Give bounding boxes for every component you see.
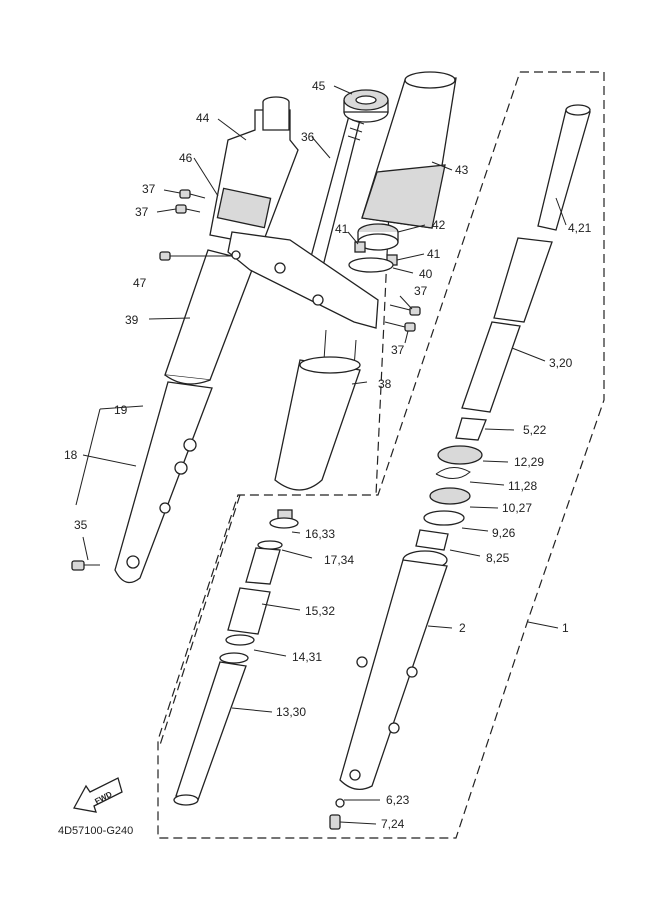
outer-tube-left bbox=[114, 381, 213, 584]
bolt-37-upper-b bbox=[175, 204, 201, 214]
washer-6 bbox=[335, 798, 345, 808]
nut-41-left bbox=[354, 241, 366, 253]
callout-44: 44 bbox=[196, 111, 210, 125]
forward-direction-arrow-icon: FWD bbox=[72, 777, 123, 813]
tube-20 bbox=[461, 321, 521, 413]
bushing-8 bbox=[415, 529, 449, 551]
callout-3-20: 3,20 bbox=[549, 356, 573, 370]
bearing-45 bbox=[343, 89, 389, 123]
callout-41-a: 41 bbox=[335, 222, 349, 236]
group-outline-inner-tube bbox=[159, 494, 241, 746]
callout-37-d: 37 bbox=[391, 343, 405, 357]
spacer-15-lower bbox=[227, 587, 271, 635]
fork-spring-13 bbox=[173, 652, 249, 806]
callout-1: 1 bbox=[562, 621, 569, 635]
callout-36: 36 bbox=[301, 130, 315, 144]
tube-3 bbox=[493, 237, 553, 323]
callout-37-a: 37 bbox=[142, 182, 156, 196]
callout-39: 39 bbox=[125, 313, 139, 327]
callout-12-29: 12,29 bbox=[514, 455, 544, 469]
callout-labels: 45 44 36 43 46 37 37 42 41 41 40 47 37 3… bbox=[64, 79, 592, 831]
bushing-5 bbox=[455, 417, 487, 441]
clip-11 bbox=[435, 467, 471, 479]
diagram-reference-code: 4D57100-G240 bbox=[58, 825, 133, 837]
spacer-15-upper bbox=[245, 547, 281, 585]
headlight-cover-43 bbox=[361, 71, 457, 229]
callout-46: 46 bbox=[179, 151, 193, 165]
leader-lines bbox=[75, 85, 567, 825]
callout-38: 38 bbox=[378, 377, 392, 391]
callout-4-21: 4,21 bbox=[568, 221, 592, 235]
under-bracket bbox=[227, 231, 379, 329]
ring-nut-42 bbox=[357, 223, 399, 251]
callout-42: 42 bbox=[432, 218, 446, 232]
callout-40: 40 bbox=[419, 267, 433, 281]
callout-15-32: 15,32 bbox=[305, 604, 335, 618]
bolt-7 bbox=[329, 814, 341, 830]
callout-43: 43 bbox=[455, 163, 469, 177]
washer-40 bbox=[348, 257, 394, 273]
callout-11-28: 11,28 bbox=[508, 479, 537, 493]
group-outline-fork-leg bbox=[157, 71, 605, 839]
outer-tube-2 bbox=[339, 550, 448, 791]
callout-13-30: 13,30 bbox=[276, 705, 306, 719]
callout-5-22: 5,22 bbox=[523, 423, 547, 437]
callout-17-34: 17,34 bbox=[324, 553, 354, 567]
callout-6-23: 6,23 bbox=[386, 793, 410, 807]
callout-14-31: 14,31 bbox=[292, 650, 322, 664]
callout-47: 47 bbox=[133, 276, 147, 290]
bolt-37-lower-a bbox=[389, 304, 421, 316]
callout-19: 19 bbox=[114, 403, 128, 417]
callout-45: 45 bbox=[312, 79, 326, 93]
damper-rod-4 bbox=[537, 104, 591, 231]
callout-18: 18 bbox=[64, 448, 78, 462]
callout-10-27: 10,27 bbox=[502, 501, 532, 515]
seal-10 bbox=[429, 487, 471, 505]
dust-seal-12 bbox=[437, 445, 483, 465]
bolt-37-lower-b bbox=[384, 321, 416, 332]
callout-16-33: 16,33 bbox=[305, 527, 335, 541]
callout-2: 2 bbox=[459, 621, 466, 635]
bolt-37-upper-a bbox=[179, 189, 206, 199]
bolt-35 bbox=[71, 560, 100, 571]
callout-8-25: 8,25 bbox=[486, 551, 510, 565]
callout-37-b: 37 bbox=[135, 205, 149, 219]
washer-9 bbox=[423, 510, 465, 526]
upper-fork-cover bbox=[209, 96, 299, 246]
callout-9-26: 9,26 bbox=[492, 526, 516, 540]
fork-outer-cover-39 bbox=[164, 249, 256, 385]
washer-14 bbox=[225, 634, 255, 646]
lower-cover-38 bbox=[274, 356, 361, 491]
cap-bolt-16 bbox=[269, 509, 299, 529]
callout-7-24: 7,24 bbox=[381, 817, 405, 831]
o-ring-17 bbox=[257, 540, 283, 550]
callout-37-c: 37 bbox=[414, 284, 428, 298]
callout-35: 35 bbox=[74, 518, 88, 532]
callout-41-b: 41 bbox=[427, 247, 441, 261]
